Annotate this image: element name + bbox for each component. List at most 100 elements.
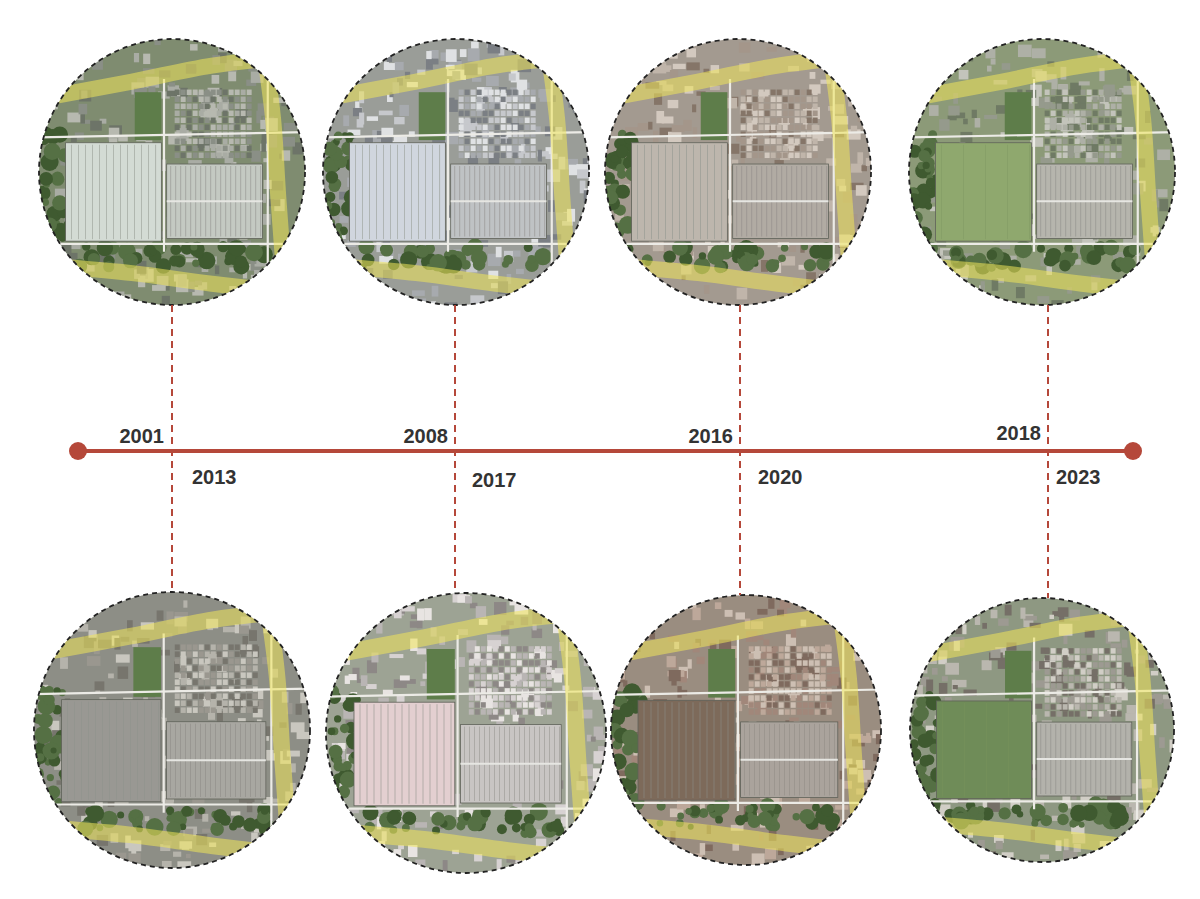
house <box>672 125 685 132</box>
house <box>759 104 764 110</box>
house <box>358 41 363 45</box>
house <box>1055 96 1069 109</box>
house <box>465 111 470 117</box>
roof-stripe <box>99 145 100 239</box>
roof-stripe <box>120 145 121 239</box>
house <box>1051 90 1056 96</box>
house <box>483 90 488 96</box>
house <box>807 146 812 152</box>
roof-stripe <box>679 145 680 239</box>
roads <box>323 39 589 305</box>
house <box>235 118 240 124</box>
house <box>525 118 530 124</box>
house <box>759 139 764 145</box>
roof-stripe <box>686 145 687 239</box>
house <box>587 295 595 302</box>
house <box>991 59 996 65</box>
house <box>860 237 870 245</box>
house <box>1117 125 1122 131</box>
house <box>1111 104 1116 110</box>
house <box>274 77 284 85</box>
house <box>375 47 379 53</box>
house <box>753 146 758 152</box>
house <box>357 295 370 308</box>
house <box>465 146 470 152</box>
house <box>371 296 381 307</box>
house <box>181 153 186 159</box>
internal-road <box>451 200 547 202</box>
house <box>495 118 500 124</box>
trees <box>322 132 552 274</box>
house <box>501 111 506 117</box>
house <box>851 164 862 173</box>
house <box>1125 60 1131 70</box>
house <box>753 90 758 96</box>
roof-stripe <box>78 145 79 239</box>
house <box>1051 300 1063 311</box>
house <box>771 125 776 131</box>
house <box>294 274 304 287</box>
roads <box>605 39 871 305</box>
house <box>777 97 782 103</box>
house <box>620 251 627 261</box>
house <box>330 303 340 312</box>
house <box>1081 104 1086 110</box>
house <box>1069 118 1074 124</box>
house <box>849 69 853 74</box>
house <box>193 90 198 96</box>
house <box>1057 111 1062 117</box>
house <box>783 125 788 131</box>
tree <box>330 244 338 252</box>
house <box>229 97 234 103</box>
house <box>235 294 242 305</box>
house <box>856 185 867 196</box>
house <box>251 151 260 162</box>
tree <box>235 255 247 267</box>
green-patch <box>135 92 162 140</box>
house <box>1093 97 1098 103</box>
house <box>229 104 234 110</box>
tree <box>52 195 67 210</box>
tree <box>611 155 619 163</box>
house <box>59 61 65 70</box>
house <box>345 67 356 76</box>
house <box>357 272 367 284</box>
house <box>42 272 55 282</box>
house <box>957 56 968 61</box>
house <box>1045 111 1050 117</box>
house <box>862 273 869 281</box>
house <box>612 283 619 290</box>
house <box>618 250 630 259</box>
house <box>483 118 488 124</box>
roof-stripe <box>637 145 638 239</box>
house <box>795 146 800 152</box>
house <box>341 71 349 75</box>
house <box>501 97 506 103</box>
house <box>1093 90 1098 96</box>
house <box>1075 118 1080 124</box>
road <box>729 79 731 252</box>
house <box>1063 125 1068 131</box>
roof-stripe <box>700 145 701 239</box>
house <box>507 125 512 131</box>
house <box>472 78 481 82</box>
house <box>459 90 464 96</box>
house <box>1105 125 1110 131</box>
house <box>187 104 192 110</box>
roof-stripes <box>942 145 1030 239</box>
house <box>359 113 364 125</box>
house <box>1117 90 1122 96</box>
house <box>143 54 150 64</box>
house <box>771 104 776 110</box>
house <box>223 118 228 124</box>
house <box>771 153 776 159</box>
houses <box>39 40 312 318</box>
house <box>848 50 859 58</box>
tree <box>326 171 339 184</box>
tree <box>326 239 343 256</box>
house <box>753 153 758 159</box>
house <box>175 118 180 124</box>
house <box>513 125 518 131</box>
tree <box>778 254 786 262</box>
house <box>342 258 352 269</box>
